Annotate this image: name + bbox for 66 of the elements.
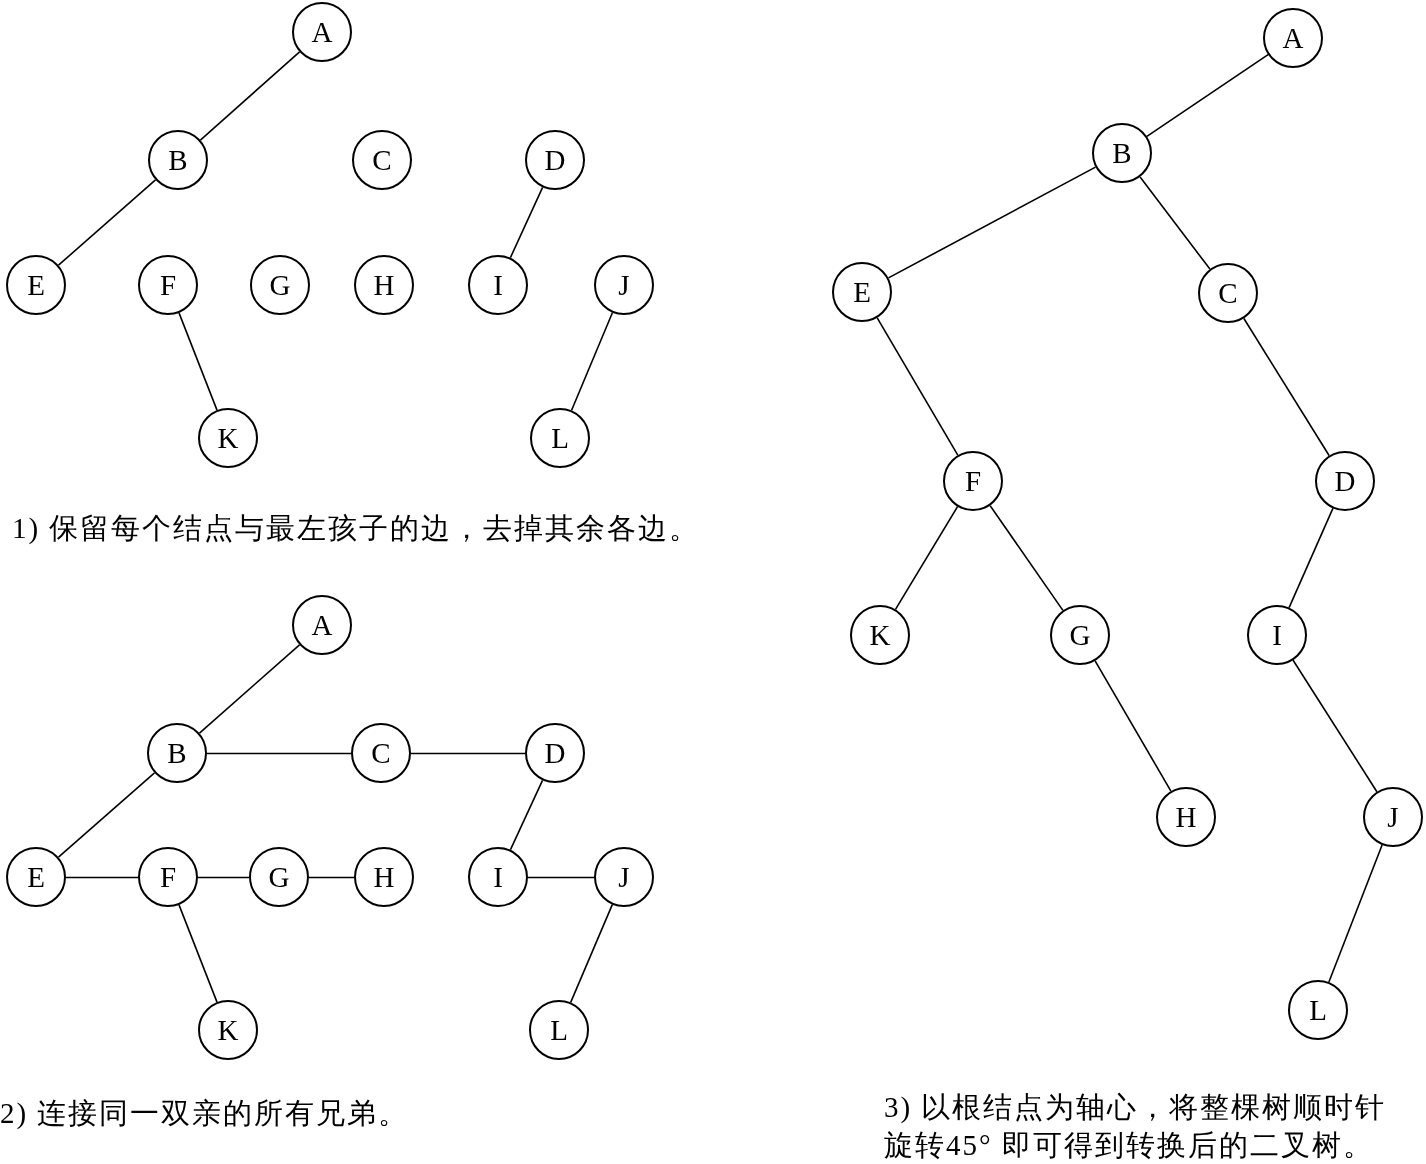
edge-line bbox=[989, 504, 1064, 612]
tree-node: J bbox=[1363, 787, 1423, 847]
tree-node: C bbox=[1198, 263, 1258, 323]
edge-line bbox=[894, 505, 959, 611]
edge-line bbox=[57, 179, 157, 266]
tree-node: E bbox=[6, 255, 66, 315]
edge-line bbox=[199, 51, 301, 141]
edge-line bbox=[1292, 659, 1378, 793]
edge-line bbox=[569, 903, 614, 1004]
tree-node: B bbox=[147, 723, 207, 783]
tree-node: I bbox=[1247, 605, 1307, 665]
edge-line bbox=[509, 779, 544, 851]
tree-node: F bbox=[943, 451, 1003, 511]
tree-node: F bbox=[138, 847, 198, 907]
caption: 1) 保留每个结点与最左孩子的边，去掉其余各边。 bbox=[12, 511, 702, 546]
edge-line bbox=[887, 166, 1097, 279]
tree-node: E bbox=[832, 262, 892, 322]
tree-node: D bbox=[1315, 451, 1375, 511]
tree-node: J bbox=[594, 847, 654, 907]
edge-line bbox=[570, 311, 614, 412]
tree-node: G bbox=[1050, 605, 1110, 665]
tree-node: I bbox=[468, 847, 528, 907]
tree-node: L bbox=[530, 408, 590, 468]
tree-node: C bbox=[351, 723, 411, 783]
edge-line bbox=[198, 644, 301, 734]
edge-line bbox=[65, 876, 139, 879]
tree-node: K bbox=[198, 408, 258, 468]
caption: 3) 以根结点为轴心，将整棵树顺时针旋转45° 即可得到转换后的二叉树。 bbox=[884, 1090, 1388, 1163]
tree-node: K bbox=[198, 1000, 258, 1060]
edge-line bbox=[178, 312, 218, 411]
tree-node: G bbox=[250, 255, 310, 315]
tree-node: H bbox=[1156, 787, 1216, 847]
tree-node: B bbox=[1092, 123, 1152, 183]
edge-line bbox=[876, 317, 959, 456]
edge-line bbox=[1146, 53, 1269, 138]
edge-line bbox=[308, 876, 355, 879]
tree-node: A bbox=[292, 595, 352, 655]
edge-line bbox=[178, 904, 218, 1003]
tree-node: B bbox=[148, 130, 208, 190]
tree-node: C bbox=[352, 130, 412, 190]
edge-line bbox=[1243, 317, 1330, 457]
tree-node: F bbox=[138, 255, 198, 315]
tree-node: A bbox=[1263, 8, 1323, 68]
caption: 2) 连接同一双亲的所有兄弟。 bbox=[0, 1096, 411, 1131]
tree-node: D bbox=[525, 130, 585, 190]
tree-node: L bbox=[1288, 980, 1348, 1040]
edge-line bbox=[57, 772, 156, 858]
tree-node: K bbox=[850, 605, 910, 665]
tree-node: H bbox=[354, 255, 414, 315]
tree-node: I bbox=[468, 255, 528, 315]
edge-line bbox=[206, 752, 352, 755]
tree-node: J bbox=[594, 255, 654, 315]
tree-node: L bbox=[529, 1000, 589, 1060]
edge-line bbox=[1288, 507, 1334, 609]
tree-node: H bbox=[354, 847, 414, 907]
tree-node: D bbox=[525, 723, 585, 783]
edge-line bbox=[410, 752, 526, 755]
edge-line bbox=[1094, 660, 1172, 792]
edge-line bbox=[527, 876, 595, 879]
edge-line bbox=[197, 876, 250, 879]
edge-line bbox=[1139, 176, 1211, 270]
tree-node: E bbox=[6, 847, 66, 907]
edge-line bbox=[509, 186, 544, 259]
tree-node: A bbox=[292, 2, 352, 62]
tree-node: G bbox=[249, 847, 309, 907]
edge-line bbox=[1328, 844, 1383, 983]
